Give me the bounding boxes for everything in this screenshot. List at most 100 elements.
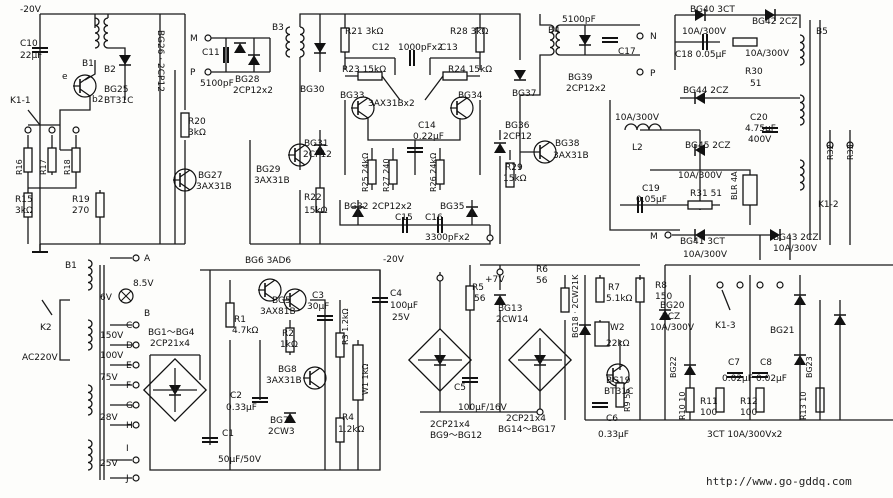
label-r12-val: 100: [740, 408, 757, 418]
label-c16: C16: [425, 213, 443, 223]
label-bg31: BG31: [304, 139, 328, 149]
label-bg33-type: 3AX31Bx2: [368, 99, 415, 109]
label-b1: B1: [65, 261, 77, 271]
label-c10: C10: [20, 39, 38, 49]
label-bg8-type: 3AX31B: [266, 376, 302, 386]
label-bg38-type: 3AX31B: [553, 151, 589, 161]
label-bg14-17-type: 2CP21x4: [506, 414, 546, 424]
label-r11: R11: [700, 397, 718, 407]
label-b4: B4: [548, 26, 560, 36]
label-c2: C2: [230, 391, 242, 401]
label-v150: 150V: [100, 331, 124, 341]
b4-output-section: [480, 13, 644, 244]
label-w2-val: 22kΩ: [606, 339, 630, 349]
auxiliary-supply-section: [408, 264, 893, 421]
label-b5: B5: [816, 27, 828, 37]
label-r6: R6: [536, 265, 548, 275]
label-c12-val: 1000pFx2: [398, 43, 443, 53]
label-tap-f: F: [126, 381, 131, 391]
label-bg29-type: 3AX31B: [254, 176, 290, 186]
label-v25: 25V: [100, 459, 118, 469]
label-r12: R12: [740, 397, 758, 407]
label-c11-val: 5100pF: [200, 79, 234, 89]
label-r27: R27 240: [382, 158, 391, 192]
label-bg25: BG25: [104, 85, 128, 95]
label-r4: R4: [342, 413, 354, 423]
label-bg7-type: 2CW3: [268, 427, 295, 437]
label-r19-val: 270: [72, 206, 89, 216]
label-bg35: BG35: [440, 202, 464, 212]
label-bg32: BG32: [344, 202, 368, 212]
label-r1: R1: [234, 315, 246, 325]
label-c20-v: 400V: [748, 135, 772, 145]
label-r7: R7: [608, 283, 620, 293]
label-c2-val: 0.33μF: [226, 403, 257, 413]
label-c10-val: 22μF: [20, 51, 42, 61]
label-bg21: BG21: [770, 326, 794, 336]
label-r22-val: 15kΩ: [304, 206, 328, 216]
regulator-section: [143, 269, 389, 471]
label-bg22: BG22: [669, 356, 678, 378]
label-m-right: M: [650, 232, 658, 242]
label-p-left: P: [190, 68, 196, 78]
label-bg5-type: 3AX81B: [260, 307, 296, 317]
label-bg43-val: 10A/300V: [773, 244, 818, 254]
label-r25: R25 24kΩ: [361, 153, 370, 192]
label-bg45: BG45 2CZ: [685, 141, 730, 151]
label-v6: 6V: [100, 293, 113, 303]
label-bg44: BG44 2CZ: [683, 86, 728, 96]
label-r10: R10 10: [678, 392, 687, 420]
label-tap-d: D: [126, 341, 133, 351]
label-neg20-top: -20V: [20, 5, 42, 15]
label-bg41-val: 10A/300V: [683, 250, 728, 260]
label-tap-a: A: [144, 254, 151, 264]
label-bg41: BG41 3CT: [680, 237, 725, 247]
label-c7: C7: [728, 358, 740, 368]
label-r17: R17: [39, 159, 48, 175]
label-c13: C13: [440, 43, 458, 53]
label-c5-val: 100μF/16V: [458, 403, 508, 413]
label-c17: C17: [618, 47, 636, 57]
label-e-pin: e: [62, 72, 68, 82]
label-bg30: BG30: [300, 85, 325, 95]
label-neg20: -20V: [383, 255, 405, 265]
label-plus7: +7V: [485, 275, 505, 285]
label-tap-j: J: [125, 474, 129, 484]
label-bg8: BG8: [278, 365, 297, 375]
label-c20-val: 4.75μF: [745, 124, 776, 134]
label-c7-val: 0.02μF: [722, 374, 753, 384]
label-r20-val: 3kΩ: [188, 128, 206, 138]
label-r20: R20: [188, 117, 206, 127]
label-k2: K2: [40, 323, 52, 333]
label-bg18: BG18 · 2CW21K: [571, 274, 580, 338]
label-c8: C8: [760, 358, 772, 368]
label-v100: 100V: [100, 351, 124, 361]
label-tap-h: H: [126, 421, 133, 431]
label-b3: B3: [272, 23, 284, 33]
label-bg13-type: 2CW14: [496, 315, 529, 325]
label-bg20: BG20: [660, 301, 685, 311]
label-bg31-type: 2CP12: [303, 150, 332, 160]
label-c4-v: 25V: [392, 313, 410, 323]
label-c3-val: 30μF: [307, 302, 329, 312]
label-r7-val: 5.1kΩ: [606, 294, 633, 304]
label-r15-val: 3kΩ: [15, 206, 33, 216]
footer-url: http://www.go-gddq.com: [706, 475, 852, 488]
label-r8-val: 150: [655, 292, 672, 302]
label-c1-val: 50μF/50V: [218, 455, 262, 465]
label-bg14-17: BG14～BG17: [498, 425, 556, 435]
scr-output-section: [658, 264, 893, 420]
label-r8: R8: [655, 281, 667, 291]
label-tap-b: B: [144, 309, 150, 319]
label-tap-i: I: [126, 444, 129, 454]
label-r5-val: 56: [474, 294, 486, 304]
label-bg25-type: BT31C: [104, 96, 133, 106]
label-bg42-val: 10A/300V: [745, 49, 790, 59]
label-bg27: BG27: [198, 171, 222, 181]
label-r23: R23 15kΩ: [342, 65, 386, 75]
label-bg1-4-type: 2CP21x4: [150, 339, 190, 349]
label-b2: B2: [104, 65, 116, 75]
label-m-left: M: [190, 34, 198, 44]
label-r22: R22: [304, 193, 322, 203]
